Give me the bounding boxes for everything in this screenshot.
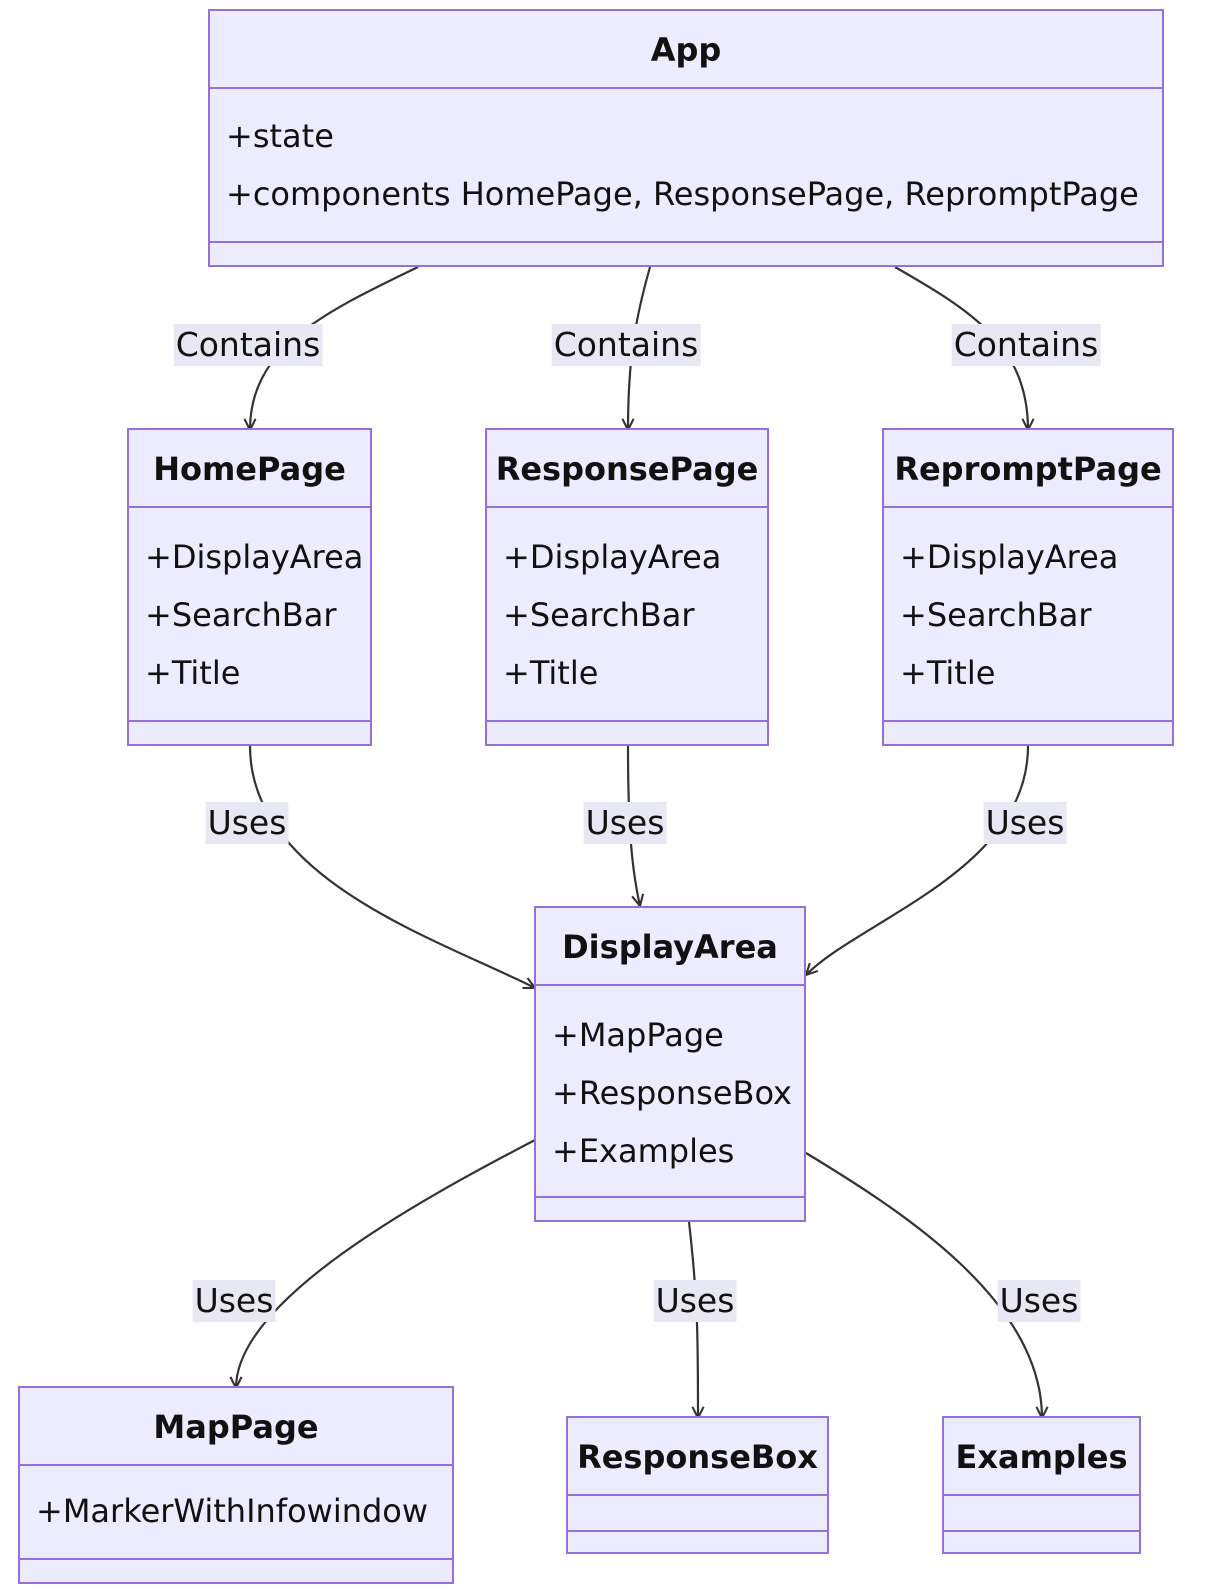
class-attributes: +DisplayArea +SearchBar +Title	[129, 508, 370, 722]
edge-label-displayarea-mappage: Uses	[192, 1280, 276, 1322]
class-attributes: +DisplayArea +SearchBar +Title	[487, 508, 767, 722]
edge-label-homepage-displayarea: Uses	[205, 802, 289, 844]
class-attribute: +Examples	[552, 1132, 735, 1170]
edge-label-app-responsepage: Contains	[551, 324, 701, 366]
class-attribute: +MarkerWithInfowindow	[36, 1492, 429, 1530]
class-responsebox: ResponseBox	[566, 1416, 829, 1554]
class-repromptpage: RepromptPage +DisplayArea +SearchBar +Ti…	[882, 428, 1174, 746]
class-examples: Examples	[942, 1416, 1141, 1554]
class-name: Examples	[944, 1418, 1139, 1496]
class-attribute: +state	[226, 117, 334, 155]
class-attribute: +Title	[145, 654, 241, 692]
class-attribute: +Title	[900, 654, 996, 692]
class-attribute: +SearchBar	[145, 596, 337, 634]
edge-label-app-homepage: Contains	[173, 324, 323, 366]
class-attributes: +MapPage +ResponseBox +Examples	[536, 986, 804, 1198]
class-attribute: +components HomePage, ResponsePage, Repr…	[226, 175, 1139, 213]
class-attributes: +MarkerWithInfowindow	[20, 1466, 452, 1560]
class-name: RepromptPage	[884, 430, 1172, 508]
class-attribute: +ResponseBox	[552, 1074, 792, 1112]
edge-displayarea-examples	[805, 1152, 1042, 1418]
edge-displayarea-mappage	[236, 1139, 536, 1388]
class-name: MapPage	[20, 1388, 452, 1466]
class-responsepage: ResponsePage +DisplayArea +SearchBar +Ti…	[485, 428, 769, 746]
class-attribute: +DisplayArea	[503, 538, 722, 576]
class-name: App	[210, 11, 1162, 89]
class-name: ResponsePage	[487, 430, 767, 508]
class-mappage: MapPage +MarkerWithInfowindow	[18, 1386, 454, 1584]
edge-label-repromptpage-displayarea: Uses	[983, 802, 1067, 844]
class-name: HomePage	[129, 430, 370, 508]
edge-repromptpage-displayarea	[806, 745, 1030, 975]
edge-label-responsepage-displayarea: Uses	[583, 802, 667, 844]
class-attributes	[568, 1496, 827, 1532]
class-attribute: +MapPage	[552, 1016, 724, 1054]
edge-homepage-displayarea	[248, 745, 535, 988]
class-attributes: +state +components HomePage, ResponsePag…	[210, 89, 1162, 243]
class-homepage: HomePage +DisplayArea +SearchBar +Title	[127, 428, 372, 746]
class-attributes	[944, 1496, 1139, 1532]
class-attribute: +DisplayArea	[145, 538, 364, 576]
class-attribute: +Title	[503, 654, 599, 692]
class-displayarea: DisplayArea +MapPage +ResponseBox +Examp…	[534, 906, 806, 1222]
class-attribute: +SearchBar	[503, 596, 695, 634]
class-app: App +state +components HomePage, Respons…	[208, 9, 1164, 267]
class-attribute: +SearchBar	[900, 596, 1092, 634]
class-name: DisplayArea	[536, 908, 804, 986]
class-attributes: +DisplayArea +SearchBar +Title	[884, 508, 1172, 722]
edge-label-app-repromptpage: Contains	[951, 324, 1101, 366]
edge-label-displayarea-examples: Uses	[997, 1280, 1081, 1322]
class-name: ResponseBox	[568, 1418, 827, 1496]
class-attribute: +DisplayArea	[900, 538, 1119, 576]
edge-label-displayarea-responsebox: Uses	[653, 1280, 737, 1322]
